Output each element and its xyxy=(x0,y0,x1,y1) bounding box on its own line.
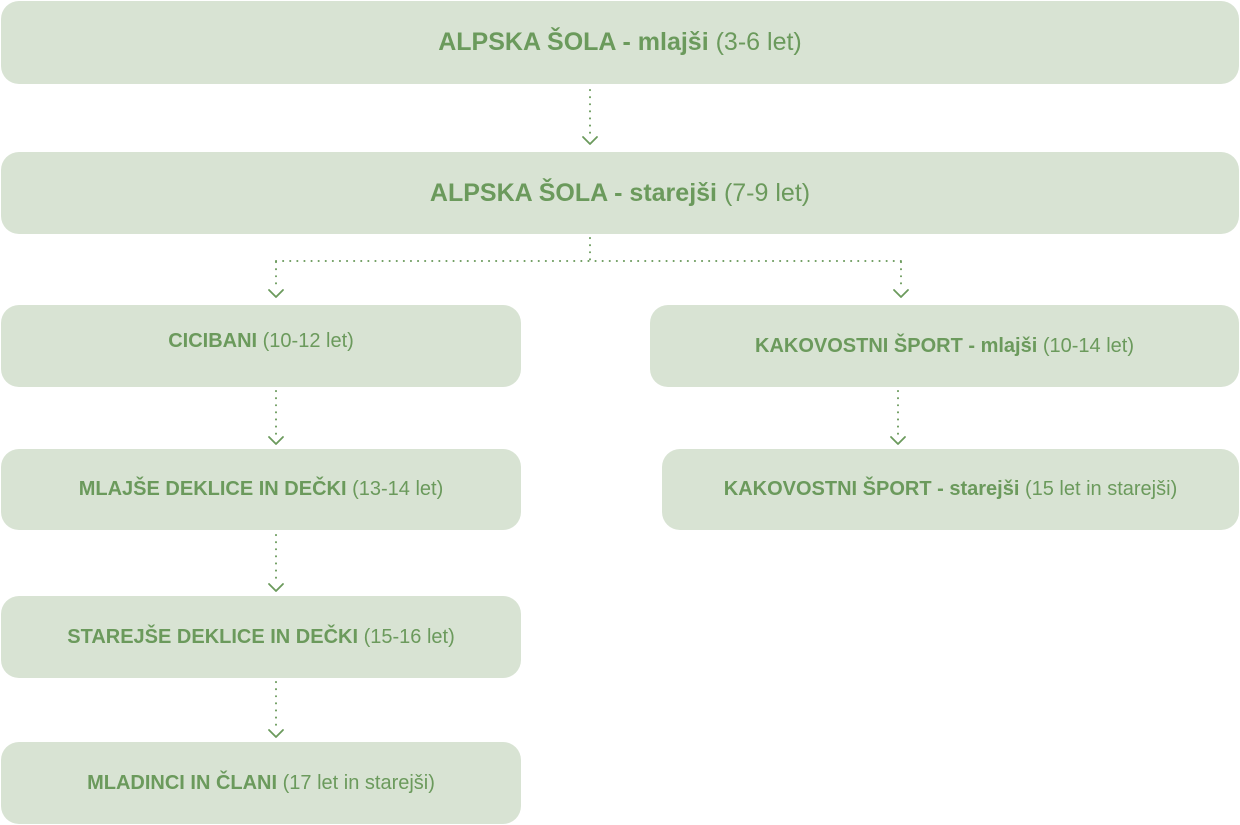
arrow-down-icon xyxy=(268,436,284,445)
edge-alpska-mlajsi-to-alpska-starejsi xyxy=(582,89,598,145)
arrow-down-icon xyxy=(890,436,906,445)
node-alpska-sola-starejsi: ALPSKA ŠOLA - starejši (7-9 let) xyxy=(1,152,1239,234)
node-mlajse-deklice-in-decki: MLAJŠE DEKLICE IN DEČKI (13-14 let) xyxy=(1,449,521,530)
node-age: (15 let in starejši) xyxy=(1024,478,1178,500)
node-age: (10-12 let) xyxy=(262,329,354,352)
node-title: MLAJŠE DEKLICE IN DEČKI xyxy=(78,478,347,500)
arrow-down-icon xyxy=(582,136,598,145)
edge-kakovostni-mlajsi-to-kakovostni-starejsi xyxy=(890,390,906,445)
edge-starejse-deklice-to-mladinci xyxy=(268,681,284,738)
node-title: ALPSKA ŠOLA - mlajši xyxy=(438,28,709,56)
node-title: CICIBANI xyxy=(168,329,258,352)
node-starejse-deklice-in-decki: STAREJŠE DEKLICE IN DEČKI (15-16 let) xyxy=(1,596,521,678)
node-title: STAREJŠE DEKLICE IN DEČKI xyxy=(67,625,359,648)
node-kakovostni-sport-starejsi: KAKOVOSTNI ŠPORT - starejši (15 let in s… xyxy=(662,449,1239,530)
node-age: (10-14 let) xyxy=(1042,334,1134,357)
edge-alpska-starejsi-to-kakovostni-mlajsi xyxy=(893,261,909,298)
arrow-down-icon xyxy=(268,289,284,298)
edge-cicibani-to-mlajse-deklice xyxy=(268,390,284,445)
node-age: (7-9 let) xyxy=(723,178,811,207)
node-cicibani: CICIBANI (10-12 let) xyxy=(1,305,521,387)
node-title: KAKOVOSTNI ŠPORT - starejši xyxy=(723,478,1020,500)
node-age: (17 let in starejši) xyxy=(282,771,435,794)
node-age: (3-6 let) xyxy=(715,28,802,56)
edge-alpska-starejsi-to-cicibani xyxy=(268,261,284,298)
arrow-down-icon xyxy=(893,289,909,298)
node-alpska-sola-mlajsi: ALPSKA ŠOLA - mlajši (3-6 let) xyxy=(1,1,1239,84)
node-age: (15-16 let) xyxy=(363,625,455,648)
node-mladinci-in-clani: MLADINCI IN ČLANI (17 let in starejši) xyxy=(1,742,521,824)
edge-alpska-starejsi-split xyxy=(275,237,903,262)
edge-mlajse-deklice-to-starejse-deklice xyxy=(268,534,284,592)
arrow-down-icon xyxy=(268,729,284,738)
node-title: ALPSKA ŠOLA - starejši xyxy=(429,178,717,207)
node-title: KAKOVOSTNI ŠPORT - mlajši xyxy=(755,334,1038,357)
arrow-down-icon xyxy=(268,583,284,592)
node-title: MLADINCI IN ČLANI xyxy=(87,771,278,794)
node-age: (13-14 let) xyxy=(352,478,444,500)
node-kakovostni-sport-mlajsi: KAKOVOSTNI ŠPORT - mlajši (10-14 let) xyxy=(650,305,1239,387)
